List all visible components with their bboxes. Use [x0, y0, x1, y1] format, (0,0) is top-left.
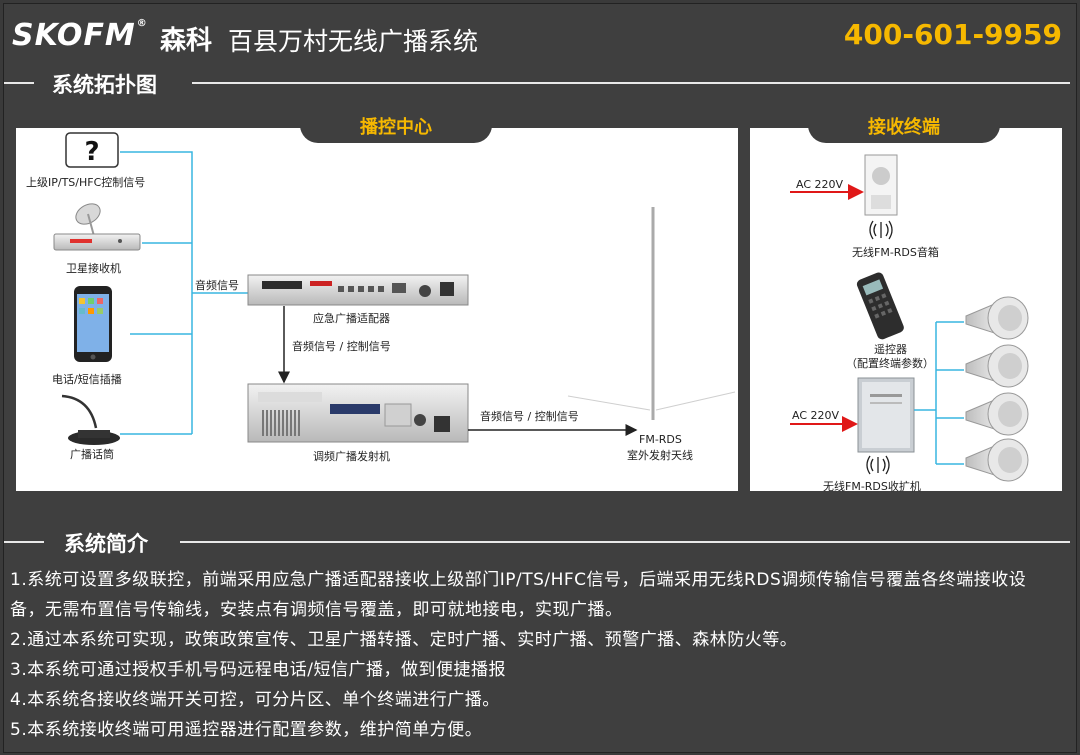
horn-lines: [914, 322, 964, 464]
source-label-microphone: 广播话筒: [70, 446, 114, 462]
wireless-icon: [870, 221, 892, 239]
ac-power-label-1: AC 220V: [796, 178, 843, 191]
intro-line: 3.本系统可通过授权手机号码远程电话/短信广播，做到便捷播报: [10, 655, 1060, 685]
horn-speaker-icon: [966, 393, 1028, 435]
horn-speaker-icon: [966, 439, 1028, 481]
remote-sublabel: （配置终端参数）: [846, 355, 934, 371]
microphone-icon: [62, 396, 120, 445]
source-label-satellite: 卫星接收机: [66, 260, 121, 276]
question-icon: ?: [66, 133, 118, 167]
source-lines: [120, 152, 248, 434]
transmitter-label: 调频广播发射机: [313, 448, 390, 464]
section-title-intro: 系统简介: [64, 528, 148, 558]
intro-text: 1.系统可设置多级联控，前端采用应急广播适配器接收上级部门IP/TS/HFC信号…: [10, 565, 1060, 745]
source-label-ip: 上级IP/TS/HFC控制信号: [26, 174, 145, 190]
adapter-label: 应急广播适配器: [313, 310, 390, 326]
adapter-device: [248, 275, 468, 305]
intro-section-header: 系统简介: [0, 527, 1080, 557]
horn-speaker-icon: [966, 345, 1028, 387]
remote-control-icon: [855, 271, 905, 341]
intro-line: 1.系统可设置多级联控，前端采用应急广播适配器接收上级部门IP/TS/HFC信号…: [10, 565, 1060, 625]
transmitter-link-label: 音频信号 / 控制信号: [480, 408, 579, 424]
audio-signal-label: 音频信号: [195, 277, 239, 293]
svg-text:?: ?: [84, 137, 99, 167]
transmitter-device: [248, 384, 468, 442]
horn-speaker-icon: [966, 297, 1028, 339]
wireless-icon-2: [867, 456, 889, 474]
antenna-icon: [568, 207, 735, 420]
wall-speaker-icon: [865, 155, 897, 215]
receiver-amplifier-icon: [858, 378, 914, 452]
phone-icon: [74, 286, 112, 362]
adapter-link-label: 音频信号 / 控制信号: [292, 338, 391, 354]
speaker-label: 无线FM-RDS音箱: [852, 244, 939, 260]
antenna-label: FM-RDS: [639, 433, 682, 446]
receiver-amplifier-label: 无线FM-RDS收扩机: [823, 478, 921, 494]
satellite-receiver-icon: [54, 200, 140, 250]
ac-power-label-2: AC 220V: [792, 409, 839, 422]
intro-line: 5.本系统接收终端可用遥控器进行配置参数，维护简单方便。: [10, 715, 1060, 745]
source-label-phone: 电话/短信插播: [52, 371, 122, 387]
intro-line: 2.通过本系统可实现，政策政策宣传、卫星广播转播、定时广播、实时广播、预警广播、…: [10, 625, 1060, 655]
antenna-sublabel: 室外发射天线: [627, 447, 693, 463]
intro-line: 4.本系统各接收终端开关可控，可分片区、单个终端进行广播。: [10, 685, 1060, 715]
